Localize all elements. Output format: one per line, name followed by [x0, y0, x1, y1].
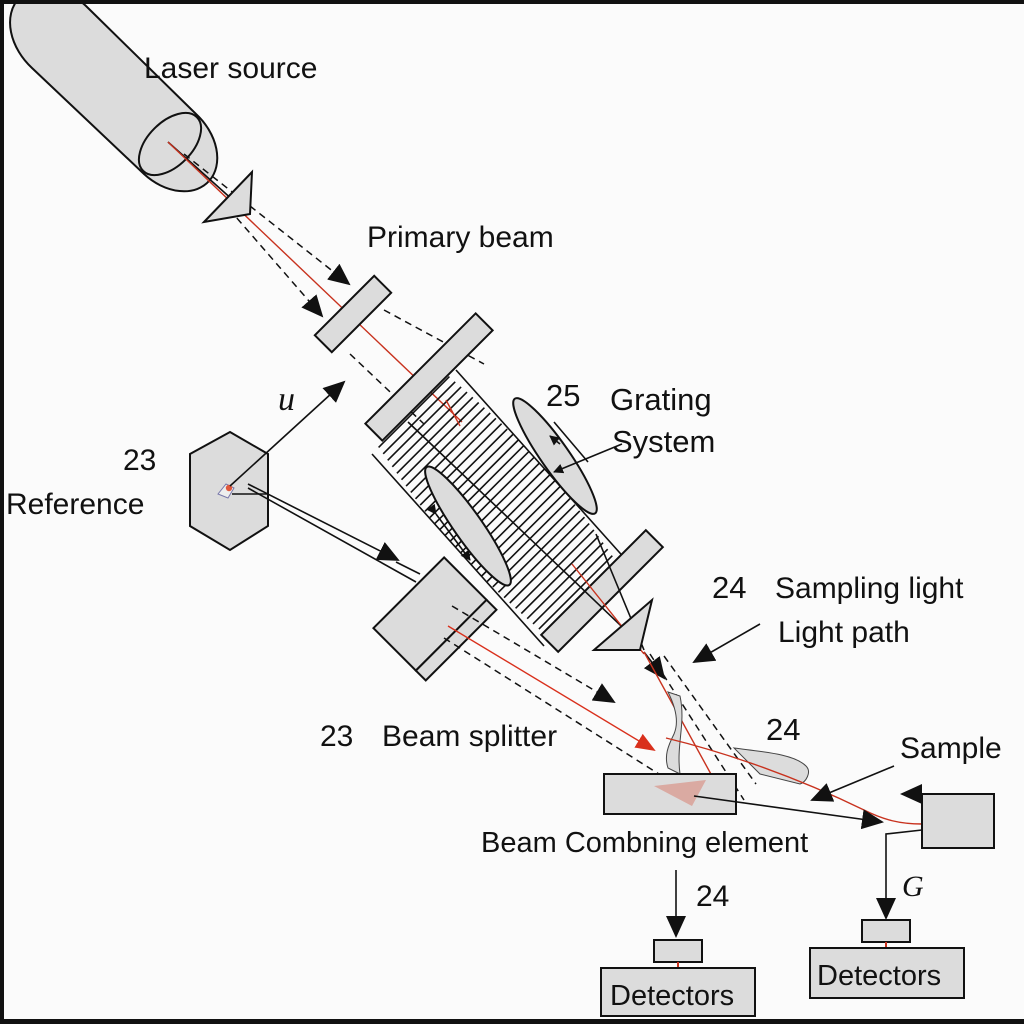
label-beam-splitter-number: 23	[320, 720, 353, 753]
label-sampling-number: 24	[712, 570, 746, 605]
label-u-symbol: u	[278, 381, 295, 418]
lens-right-motion-line	[553, 421, 589, 463]
grating-line	[405, 407, 485, 487]
laser-source	[9, 4, 219, 193]
grating-line	[396, 396, 474, 474]
label-reference-number: 23	[123, 444, 156, 477]
grating-line	[382, 381, 456, 455]
sample-membrane-right	[732, 747, 809, 785]
light-path-pointer-arrow	[692, 623, 761, 663]
label-g-symbol: G	[902, 870, 924, 903]
detector-right[interactable]	[809, 919, 965, 999]
sample-membrane-left	[665, 691, 683, 775]
grating-line	[400, 401, 480, 481]
label-reference: Reference	[6, 488, 144, 521]
grating-line	[410, 412, 491, 493]
grating-line	[497, 510, 581, 593]
reference-beam-arrow	[247, 483, 400, 561]
grating-plate-lower	[539, 528, 665, 654]
prism-2	[591, 597, 654, 651]
label-primary-beam: Primary beam	[367, 221, 554, 254]
grating-line	[538, 555, 613, 630]
label-detectors-right: Detectors	[817, 960, 941, 992]
detector-left[interactable]	[600, 939, 756, 1017]
g-output-arrow	[876, 829, 923, 920]
lens-right	[512, 397, 598, 515]
reference-hexagon	[189, 430, 269, 552]
label-beam-splitter: Beam splitter	[382, 720, 557, 753]
grating-line	[509, 523, 590, 604]
grating-line	[532, 548, 609, 625]
label-beam-combining: Beam Combning element	[481, 827, 808, 859]
grating-line	[520, 535, 600, 615]
label-grating-number: 25	[546, 378, 580, 413]
grating-line	[378, 376, 450, 448]
grating-line	[503, 516, 586, 599]
prism-1	[201, 169, 254, 224]
grating-line	[515, 529, 595, 609]
beam-combining-element	[603, 773, 737, 815]
label-sample: Sample	[900, 732, 1002, 765]
grating-pointer-arrow	[553, 443, 623, 474]
label-light-path: Light path	[778, 616, 910, 649]
grating-line	[526, 542, 604, 620]
label-mid-number: 24	[766, 712, 800, 747]
label-grating-line1: Grating	[610, 382, 712, 417]
label-laser-source: Laser source	[144, 52, 317, 85]
sample-block	[921, 793, 995, 849]
label-grating-line2: System	[612, 424, 715, 459]
optical-diagram: Laser source Primary beam 25 Grating Sys…	[6, 4, 1002, 1017]
label-detector-arrow-number: 24	[696, 880, 729, 913]
grating-line	[391, 391, 468, 468]
beam-splitter-block	[372, 556, 498, 682]
label-detectors-left: Detectors	[610, 980, 734, 1012]
grating-line	[387, 386, 462, 461]
grating-boundary-line	[455, 369, 629, 563]
grating-plate-upper	[363, 311, 495, 443]
lens-left-motion-arrow	[426, 503, 471, 561]
u-vector-arrow	[229, 380, 346, 487]
label-sampling-light: Sampling light	[775, 572, 964, 605]
sample-pointer-arrow	[810, 765, 895, 802]
primary-plate	[313, 274, 393, 354]
